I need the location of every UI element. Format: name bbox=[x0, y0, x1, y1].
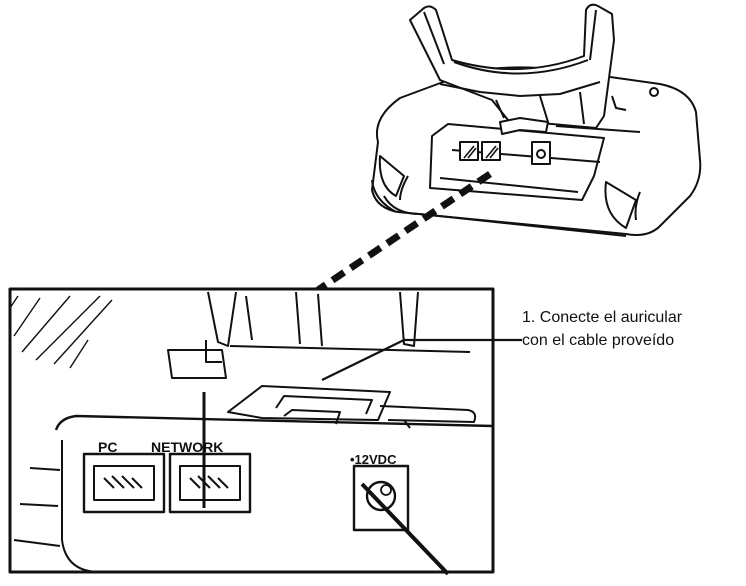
power-port bbox=[352, 464, 410, 532]
phone-stand bbox=[409, 3, 615, 129]
callout-leader-line bbox=[321, 338, 522, 381]
power-port-label: •12VDC bbox=[350, 452, 397, 467]
handset-socket bbox=[167, 349, 227, 379]
phone-handset-clip bbox=[499, 117, 549, 135]
network-port bbox=[168, 452, 252, 514]
phone-recess-panel bbox=[429, 123, 605, 201]
pc-port-label: PC bbox=[98, 439, 117, 455]
pc-port bbox=[82, 452, 166, 514]
phone-foot-right bbox=[604, 181, 637, 229]
callout-line-2: con el cable proveído bbox=[522, 332, 675, 349]
callout-line-1: 1. Conecte el auricular bbox=[522, 309, 683, 326]
zoom-connector-dashes bbox=[316, 171, 492, 293]
network-port-label: NETWORK bbox=[151, 439, 223, 455]
handset-instruction-callout: 1. Conecte el auricular con el cable pro… bbox=[522, 306, 682, 352]
phone-port-power bbox=[531, 141, 551, 165]
zoom-detail bbox=[8, 287, 522, 576]
phone-foot-left bbox=[378, 155, 405, 197]
power-cable-line bbox=[360, 482, 450, 576]
phone-illustration bbox=[371, 3, 702, 237]
